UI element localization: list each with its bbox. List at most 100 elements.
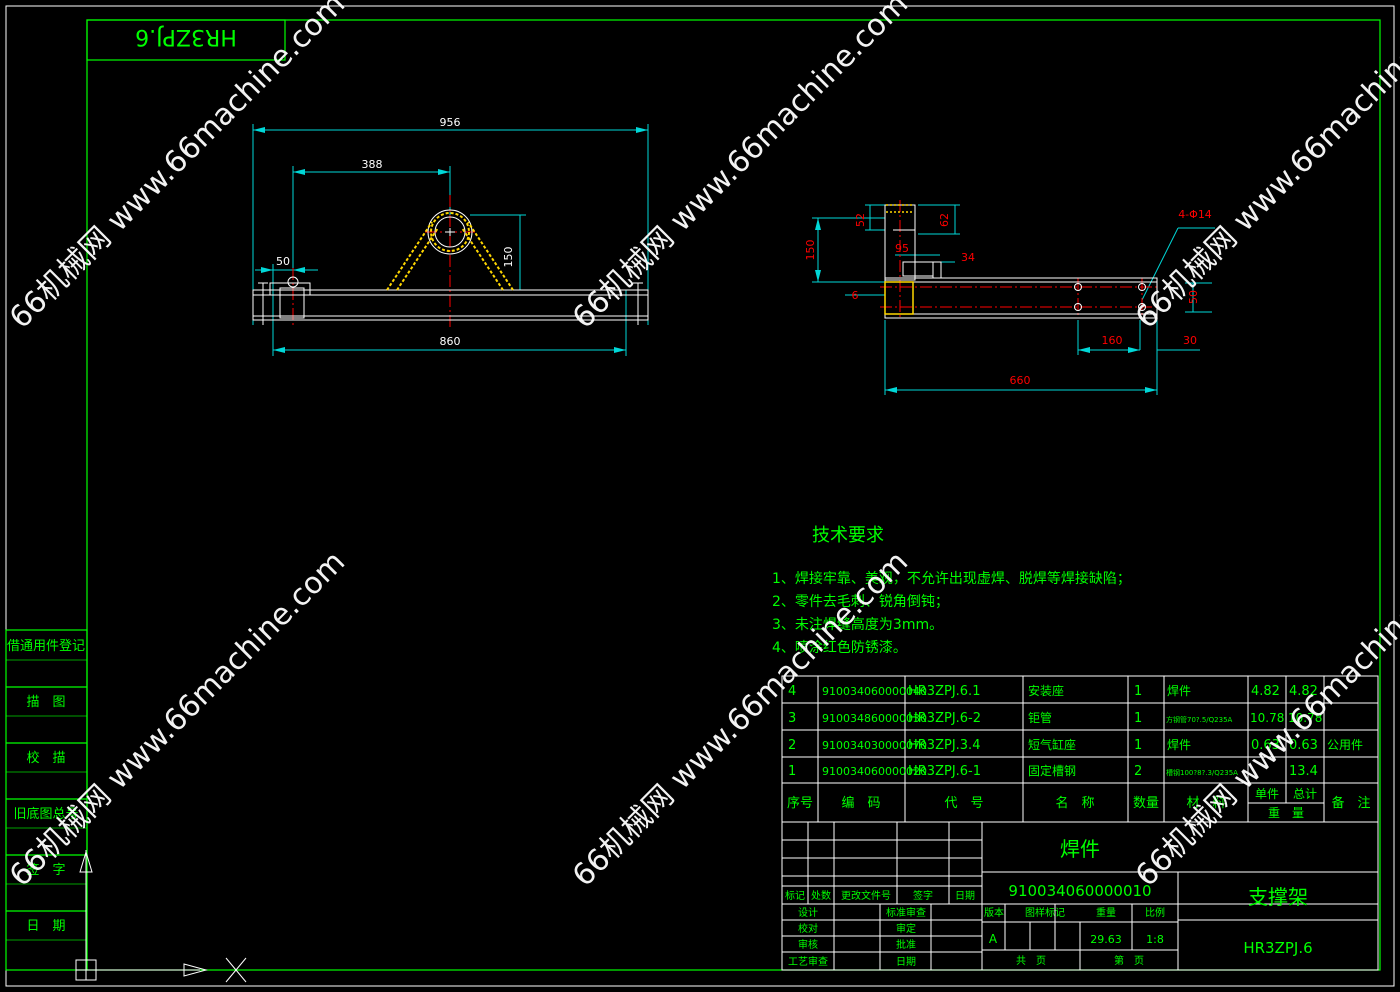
tb-part-code: 910034060000010	[1008, 882, 1151, 900]
bom-row-4-code: 910034060000040	[822, 685, 927, 698]
side-strip-item: 签 字	[26, 862, 65, 878]
tb-label-total-pages: 共 页	[1016, 955, 1046, 967]
dim-foot: 50	[276, 255, 290, 268]
tb-label-review: 审核	[798, 938, 818, 951]
watermark-3: 66机械网 www.66machine.com	[1129, 0, 1400, 336]
tb-label-process: 工艺审查	[788, 955, 828, 968]
bom-row-1-drawing: HR3ZPJ.6-1	[908, 764, 981, 779]
tech-requirements: 技术要求 1、焊接牢靠、美观，不允许出现虚焊、脱焊等焊接缺陷； 2、零件去毛刺、…	[772, 525, 1131, 656]
tb-label-approve-a: 审定	[896, 922, 916, 935]
tb-part-name: 支撑架	[1248, 885, 1308, 909]
bom-row-1-total: 13.4	[1289, 764, 1318, 779]
tech-line-4: 4、喷涂红色防锈漆。	[772, 639, 907, 656]
drawing-frame	[5, 5, 1395, 987]
dim-30: 30	[1183, 334, 1197, 347]
bom-header-note: 备 注	[1331, 795, 1370, 811]
side-strip-item: 日 期	[26, 919, 65, 934]
bom-row-2-qty: 1	[1134, 738, 1142, 753]
bom-row-4-material: 焊件	[1167, 683, 1191, 698]
dim-52: 52	[854, 213, 867, 227]
bom-row-2-total: 0.63	[1289, 738, 1318, 753]
bom-row-1-qty: 2	[1134, 764, 1142, 779]
bom-row-3-unit: 10.78	[1250, 711, 1284, 725]
dim-50: 50	[1187, 290, 1200, 304]
tb-label-scale: 比例	[1145, 906, 1165, 919]
dim-660: 660	[1010, 374, 1031, 387]
bom-row-2-note: 公用件	[1327, 738, 1363, 752]
bom-row-1-material: 槽钢100?8?.3/Q235A	[1166, 768, 1238, 777]
dim-6: 6	[852, 289, 859, 302]
front-view: 956 388 50 860 150	[252, 116, 649, 356]
tb-label-design: 设计	[798, 906, 818, 919]
tb-label-approve-b: 批准	[896, 938, 916, 951]
tb-label-mark: 标记	[785, 890, 805, 902]
tb-label-std-review: 标准审查	[886, 906, 926, 919]
bom-row-1-name: 固定槽钢	[1028, 763, 1076, 778]
watermark-4: 66机械网 www.66machine.com	[3, 544, 352, 893]
bom-header-drawing: 代 号	[944, 796, 983, 811]
tb-label-proof: 校对	[798, 922, 818, 935]
bom-row-4-total: 4.82	[1289, 684, 1318, 699]
bom-row-3-material: 方钢管70?.5/Q235A	[1166, 715, 1233, 724]
bom-header-material: 材 料	[1186, 796, 1225, 811]
bom-row-3-name: 钜管	[1028, 710, 1052, 725]
dim-overall-width: 956	[440, 116, 461, 129]
side-view: 52 62 150 95 34 6 4-Φ14 50 160 30 660	[804, 200, 1215, 395]
watermarks: 66机械网 www.66machine.com 66机械网 www.66mach…	[3, 0, 1400, 894]
tb-weight: 29.63	[1090, 933, 1122, 946]
dim-160: 160	[1102, 334, 1123, 347]
bom-row-2-drawing: HR3ZPJ.3.4	[908, 738, 980, 753]
bom-row-4-drawing: HR3ZPJ.6.1	[908, 684, 980, 699]
tb-label-sign: 签字	[913, 889, 933, 902]
bom-row-2-unit: 0.63	[1251, 738, 1280, 753]
tech-line-3: 3、未注焊缝高度为3mm。	[772, 616, 943, 633]
side-strip-item: 借通用件登记	[7, 639, 85, 654]
bom-header-total: 总计	[1293, 787, 1317, 801]
bom-row-1-no: 1	[788, 764, 796, 779]
ucs-icon	[75, 850, 247, 983]
side-strip-item: 描 图	[26, 695, 65, 710]
bom-header-no: 序号	[787, 796, 813, 811]
side-strip-labels: 借通用件登记 描 图 校 描 旧底图总号 签 字 日 期	[7, 639, 85, 934]
tech-line-1: 1、焊接牢靠、美观，不允许出现虚焊、脱焊等焊接缺陷；	[772, 570, 1131, 587]
mirrored-drawing-code: HR3ZPJ.6	[135, 24, 237, 49]
watermark-1: 66机械网 www.66machine.com	[3, 0, 352, 336]
tb-part-type: 焊件	[1060, 837, 1100, 861]
bom-row-3-qty: 1	[1134, 711, 1142, 726]
tb-label-weight: 重量	[1096, 906, 1116, 919]
bom-header-qty: 数量	[1133, 796, 1159, 811]
bom-header-name: 名 称	[1055, 795, 1094, 811]
dim-span: 860	[440, 335, 461, 348]
bom-row-3-code: 910034860000030	[822, 712, 927, 725]
tb-label-date2: 日期	[896, 956, 916, 968]
tb-label-change-doc: 更改文件号	[841, 889, 891, 902]
watermark-2: 66机械网 www.66machine.com	[566, 0, 915, 336]
bom-row-1-code: 910034060000020	[822, 765, 927, 778]
tb-revision: A	[989, 932, 998, 946]
tb-label-stage-mark: 图样标记	[1025, 906, 1065, 919]
bom-row-2-material: 焊件	[1167, 737, 1191, 752]
side-strip-item: 旧底图总号	[13, 806, 78, 822]
bom-row-2-code: 910034030000070	[822, 739, 927, 752]
dim-62: 62	[938, 213, 951, 227]
bom-table: 4 910034060000040 HR3ZPJ.6.1 安装座 1 焊件 4.…	[781, 675, 1379, 823]
tb-label-page: 第 页	[1114, 954, 1144, 967]
bom-header-code: 编 码	[841, 796, 880, 811]
dim-34: 34	[961, 251, 975, 264]
bom-row-3-total: 10.78	[1288, 711, 1322, 725]
bom-header-unit: 单件	[1255, 787, 1279, 801]
tech-title: 技术要求	[812, 525, 884, 546]
tech-line-2: 2、零件去毛刺、锐角倒钝；	[772, 594, 949, 610]
bom-row-4-unit: 4.82	[1251, 684, 1280, 699]
bom-row-4-qty: 1	[1134, 684, 1142, 699]
bom-row-3-no: 3	[788, 711, 796, 726]
bom-row-3-drawing: HR3ZPJ.6-2	[908, 711, 981, 726]
dim-height: 150	[502, 247, 515, 268]
bom-row-2-no: 2	[788, 738, 796, 753]
side-strip-item: 校 描	[26, 750, 65, 766]
dim-150: 150	[804, 240, 817, 261]
dim-offset: 388	[362, 158, 383, 171]
bom-row-2-name: 短气缸座	[1028, 737, 1076, 752]
tb-scale: 1:8	[1146, 933, 1164, 946]
